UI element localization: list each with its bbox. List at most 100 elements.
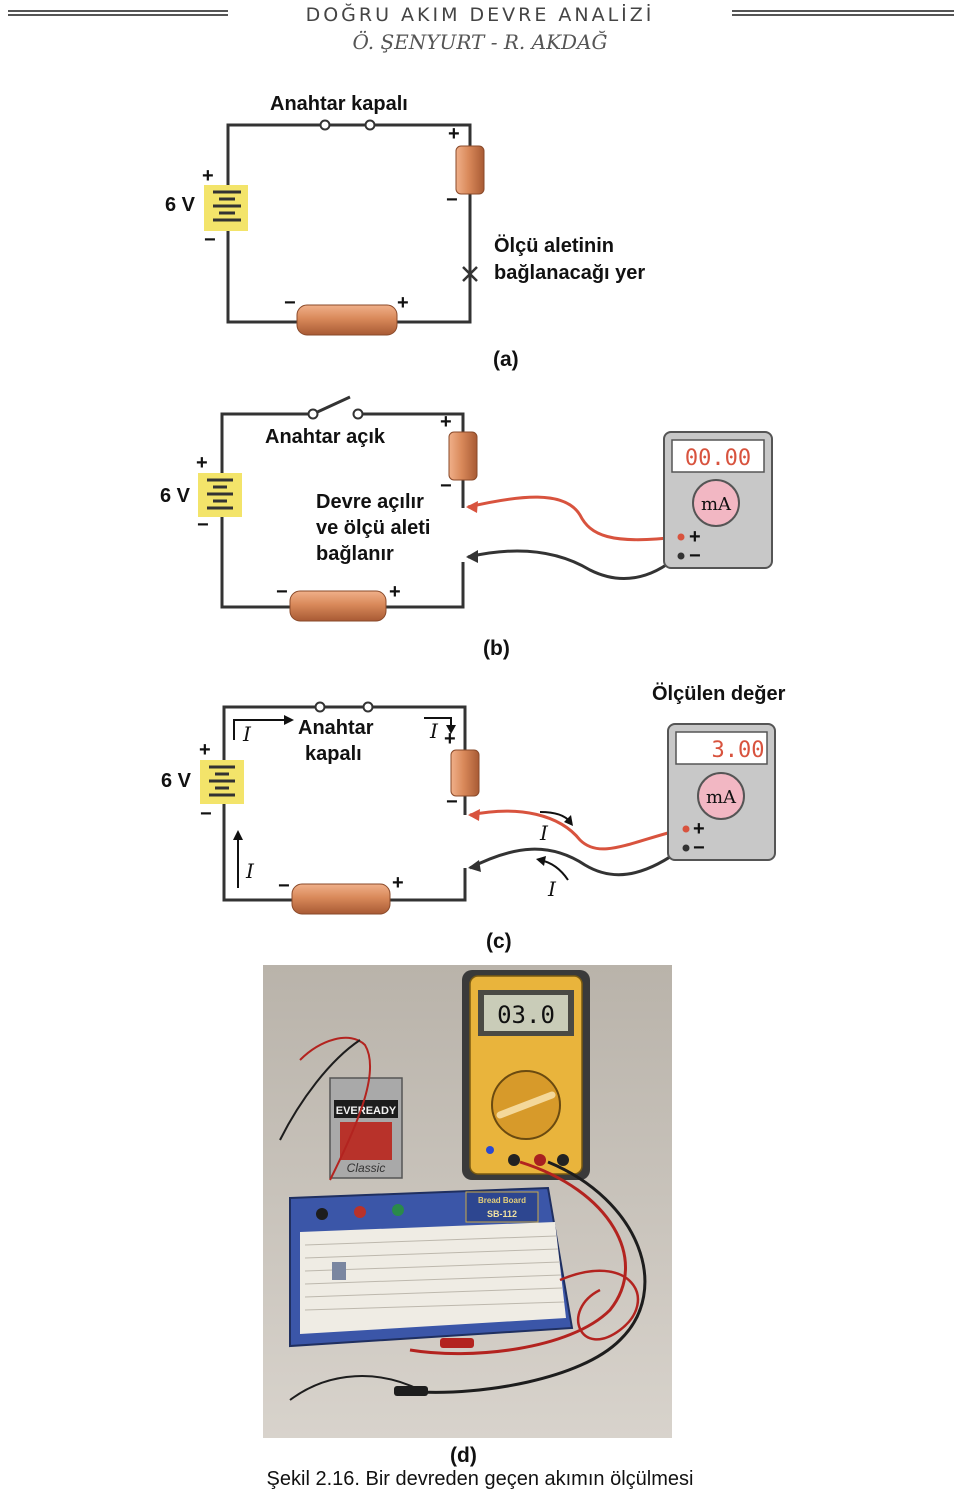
- panel-c-meter-dial: [697, 772, 745, 820]
- battery-label-band: [334, 1100, 398, 1118]
- multimeter-display: [484, 995, 568, 1031]
- panel-b: Anahtar açık + − 6 V + − Devre açılır ve…: [160, 395, 773, 660]
- breadboard-brand-plate: [465, 1191, 539, 1223]
- panel-c-resistor-vertical: [450, 749, 480, 797]
- battery-brand: EVEREADY: [336, 1105, 397, 1117]
- panel-a-switch-contact: [364, 119, 376, 131]
- arrow-icon: [446, 725, 456, 734]
- panel-b-meter-unit: mA: [701, 494, 732, 515]
- multimeter-jack: [557, 1154, 569, 1166]
- photo-lead-coil: [559, 1269, 640, 1341]
- breadboard-brand: Bread Board: [478, 1196, 526, 1205]
- panel-c-meter-display: [675, 731, 768, 765]
- panel-b-meter-reading: 00.00: [685, 446, 751, 471]
- current-arrow-icon: [233, 719, 290, 740]
- panel-b-black-lead: [467, 549, 679, 580]
- panel-b-switch-contact: [307, 408, 319, 420]
- resistor-plus-sign: +: [397, 292, 409, 314]
- panel-a-battery-label: 6 V: [165, 194, 196, 216]
- figure-caption: Şekil 2.16. Bir devreden geçen akımın öl…: [266, 1468, 694, 1490]
- panel-c-red-lead: [469, 809, 684, 851]
- panel-a-meter-point-label: Ölçü aletinin: [494, 234, 614, 257]
- battery-minus-sign: −: [204, 229, 216, 251]
- resistor-minus-sign: −: [276, 581, 288, 603]
- arrow-icon: [233, 830, 243, 840]
- panel-c-measured-label: Ölçülen değer: [652, 682, 786, 705]
- panel-b-battery-label: 6 V: [160, 485, 191, 507]
- current-symbol: I: [539, 821, 549, 845]
- resistor-minus-sign: −: [284, 292, 296, 314]
- photo-jumper-wire: [279, 1039, 361, 1141]
- panel-c-label: (c): [486, 930, 512, 953]
- photo-red-lead: [409, 1160, 627, 1356]
- battery-minus-sign: −: [197, 514, 209, 536]
- arrow-icon: [468, 860, 481, 872]
- panel-a-switch-label: Anahtar kapalı: [270, 93, 408, 115]
- panel-b-note: ve ölçü aleti: [316, 517, 431, 539]
- battery-plus-sign: +: [199, 739, 211, 761]
- panel-c-wire-top-right: [368, 705, 467, 750]
- battery-sub: Classic: [347, 1161, 386, 1175]
- resistor-plus-sign: +: [444, 728, 456, 750]
- resistor-minus-sign: −: [446, 791, 458, 813]
- panel-c-meter-plus-terminal: [682, 825, 690, 833]
- panel-c-switch-label: kapalı: [305, 743, 362, 765]
- current-symbol: I: [429, 719, 439, 743]
- photo-black-lead: [419, 1160, 647, 1394]
- alligator-clip: [394, 1386, 428, 1396]
- resistor-plus-sign: +: [389, 581, 401, 603]
- resistor-minus-sign: −: [278, 875, 290, 897]
- panel-b-meter-minus-terminal: [677, 552, 685, 560]
- panel-c-switch-label: Anahtar: [298, 717, 374, 739]
- battery-minus-sign: −: [200, 803, 212, 825]
- multimeter-jack: [534, 1154, 546, 1166]
- panel-b-switch-label: Anahtar açık: [265, 426, 386, 448]
- panel-a-resistor-horizontal: [296, 304, 398, 336]
- panel-d-label: (d): [450, 1444, 477, 1467]
- panel-a-meter-point-label: bağlanacağı yer: [494, 262, 645, 284]
- battery-plus-sign: +: [202, 165, 214, 187]
- panel-c-switch-contact: [362, 701, 374, 713]
- panel-b-wire-top-right: [358, 412, 465, 432]
- multimeter-reading: 03.0: [497, 1001, 555, 1029]
- panel-c-switch-contact: [314, 701, 326, 713]
- panel-b-switch-contact: [352, 408, 364, 420]
- resistor-plus-sign: +: [448, 123, 460, 145]
- panel-a: Anahtar kapalı + − 6 V + − Ölçü aletinin…: [165, 93, 645, 371]
- potentiometer: [332, 1262, 346, 1280]
- resistor-minus-sign: −: [440, 475, 452, 497]
- binding-post: [316, 1208, 328, 1220]
- panel-b-meter-plus-terminal: [677, 533, 685, 541]
- panel-b-label: (b): [483, 637, 510, 660]
- panel-b-red-lead: [467, 495, 679, 542]
- panel-b-meter-dial: [692, 479, 740, 527]
- resistor-minus-sign: −: [446, 189, 458, 211]
- meter-minus-sign: −: [689, 545, 701, 567]
- meter-minus-sign: −: [693, 837, 705, 859]
- header-rule-left: [8, 10, 228, 16]
- meter-plus-sign: +: [693, 818, 705, 840]
- panel-c-meter-reading: 3.00: [712, 738, 765, 763]
- breadboard-model: SB-112: [487, 1209, 517, 1219]
- panel-a-wire-right: [397, 192, 472, 324]
- resistor-plus-sign: +: [392, 872, 404, 894]
- meter-plus-sign: +: [689, 526, 701, 548]
- meter-point-marker-icon: [462, 266, 478, 282]
- panel-c-battery-label: 6 V: [161, 770, 192, 792]
- header-title: DOĞRU AKIM DEVRE ANALİZİ: [305, 4, 655, 26]
- panel-b-wire-open-bottom: [386, 562, 465, 609]
- panel-c-black-lead: [469, 846, 684, 877]
- binding-post: [392, 1204, 404, 1216]
- arrow-icon: [466, 550, 478, 563]
- battery-symbol-icon: [207, 478, 233, 510]
- multimeter-dial-knob: [496, 1091, 556, 1119]
- battery-symbol-icon: [209, 765, 235, 797]
- arrow-icon: [466, 501, 478, 513]
- panel-b-meter-display: [671, 439, 765, 473]
- panel-b-resistor-horizontal: [289, 590, 387, 622]
- header-rule-right: [732, 10, 954, 16]
- multimeter-jack: [508, 1154, 520, 1166]
- arrow-icon: [564, 815, 573, 826]
- panel-b-note: Devre açılır: [316, 491, 424, 513]
